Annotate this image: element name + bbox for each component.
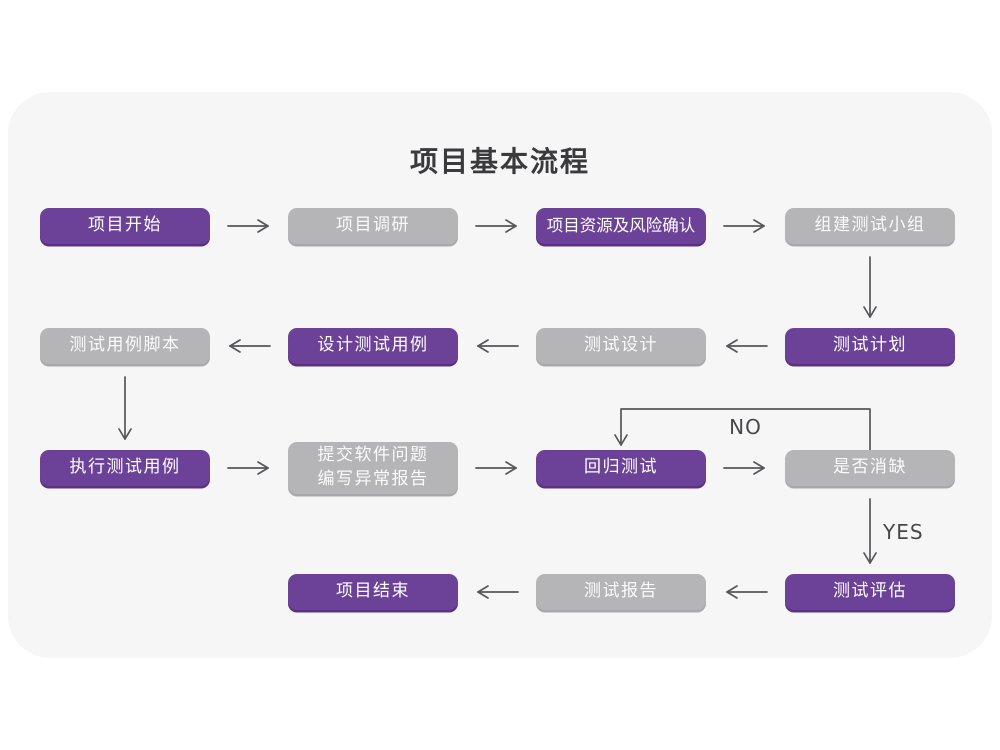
flow-node-evaluate: 测试评估 — [785, 574, 955, 610]
arrow-check-regression: NO — [614, 408, 871, 451]
flow-node-label: 回归测试 — [584, 457, 658, 478]
flow-node-design-case: 设计测试用例 — [288, 328, 458, 364]
flow-node-label: 是否消缺 — [833, 457, 907, 478]
arrow-test-design-design-case — [477, 339, 519, 353]
flow-node-label: 测试评估 — [833, 581, 907, 602]
flow-node-label: 项目资源及风险确认 — [546, 216, 696, 236]
arrow-design-case-script — [229, 339, 271, 353]
flow-node-end: 项目结束 — [288, 574, 458, 610]
arrow-plan-test-design — [726, 339, 768, 353]
flow-node-label: 测试设计 — [584, 335, 658, 356]
flow-node-label: 项目开始 — [88, 215, 162, 236]
flow-node-label: 测试用例脚本 — [69, 335, 181, 356]
arrow-evaluate-report — [726, 585, 768, 599]
arrow-submit-regression — [475, 461, 517, 475]
flow-node-submit: 提交软件问题 编写异常报告 — [288, 442, 458, 494]
flow-node-start: 项目开始 — [40, 208, 210, 244]
flowchart-card — [8, 92, 992, 658]
flow-node-test-design: 测试设计 — [536, 328, 706, 364]
arrow-team-plan — [863, 256, 877, 318]
arrow-check-evaluate: YES — [863, 498, 924, 564]
flow-node-survey: 项目调研 — [288, 208, 458, 244]
flow-node-label: 测试报告 — [584, 581, 658, 602]
arrow-script-execute — [118, 376, 132, 440]
flow-node-risk: 项目资源及风险确认 — [536, 208, 706, 244]
flow-node-script: 测试用例脚本 — [40, 328, 210, 364]
arrow-execute-submit — [227, 461, 269, 475]
flow-node-plan: 测试计划 — [785, 328, 955, 364]
flow-node-label: 项目结束 — [336, 581, 410, 602]
flow-node-team: 组建测试小组 — [785, 208, 955, 244]
arrow-report-end — [477, 585, 519, 599]
arrow-start-survey — [227, 219, 269, 233]
arrow-risk-team — [723, 219, 765, 233]
edge-label-yes: YES — [882, 520, 924, 544]
flow-node-label: 组建测试小组 — [814, 215, 926, 236]
flow-node-label: 项目调研 — [336, 215, 410, 236]
page-title: 项目基本流程 — [409, 145, 590, 178]
flow-node-check: 是否消缺 — [785, 450, 955, 486]
flow-node-label: 测试计划 — [833, 335, 907, 356]
flow-node-label: 提交软件问题 编写异常报告 — [317, 445, 429, 489]
flow-node-execute: 执行测试用例 — [40, 450, 210, 486]
arrow-survey-risk — [475, 219, 517, 233]
flow-node-label: 设计测试用例 — [317, 335, 429, 356]
edge-label-no: NO — [729, 415, 762, 439]
flow-node-label: 执行测试用例 — [69, 457, 181, 478]
flow-node-regression: 回归测试 — [536, 450, 706, 486]
arrow-regression-check — [723, 461, 765, 475]
flow-node-report: 测试报告 — [536, 574, 706, 610]
